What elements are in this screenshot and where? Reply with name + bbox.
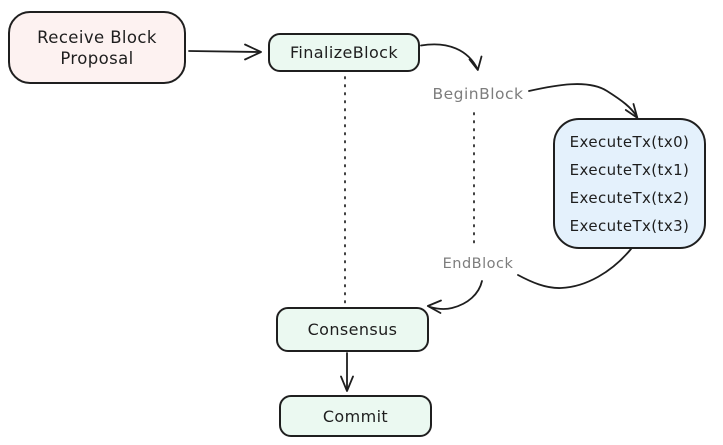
node-execute-line: ExecuteTx(tx0) [569,132,690,151]
node-consensus-label: Consensus [307,320,398,339]
node-finalize-label: FinalizeBlock [289,43,399,62]
node-execute-line: ExecuteTx(tx2) [569,188,690,207]
edge-finalize-to-beginblock [420,43,479,70]
edge-label-end-block: EndBlock [442,256,514,272]
node-finalize-block: FinalizeBlock [268,33,420,72]
node-receive-block-proposal: Receive Block Proposal [8,11,186,84]
edge-beginblock-to-execute [528,83,638,118]
arrowhead-endblock-to-consensus [426,299,442,314]
node-consensus: Consensus [276,307,429,352]
arrowhead-finalize-to-beginblock [468,55,483,71]
edge-label-begin-block: BeginBlock [432,85,524,103]
node-receive-label-line2: Proposal [60,48,134,68]
arrowhead-consensus-to-commit [340,375,354,392]
arrowhead-receive-to-finalize [244,43,262,61]
edge-receive-to-finalize [188,50,259,53]
node-receive-label-line1: Receive Block [37,27,157,47]
edge-execute-to-endblock [517,248,632,289]
node-commit: Commit [279,395,432,437]
node-commit-label: Commit [322,406,389,426]
arrowhead-beginblock-to-execute [624,103,639,119]
edge-endblock-to-consensus [429,280,483,310]
node-execute-line: ExecuteTx(tx3) [569,216,690,235]
node-execute-tx: ExecuteTx(tx0) ExecuteTx(tx1) ExecuteTx(… [553,118,706,249]
node-execute-line: ExecuteTx(tx1) [569,160,690,179]
